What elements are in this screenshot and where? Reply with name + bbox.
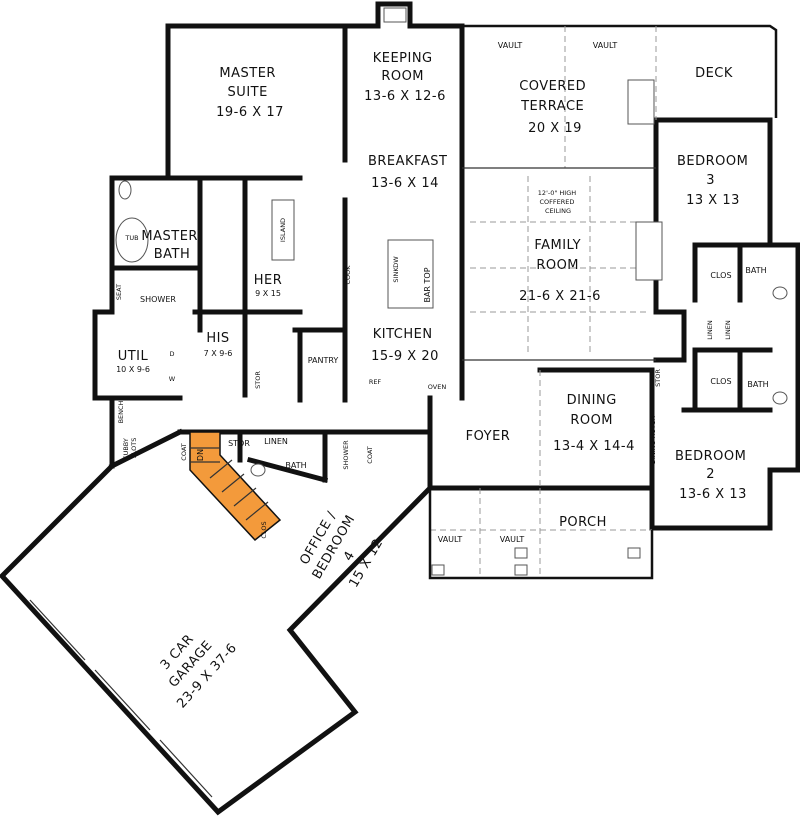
office-label: OFFICE / BEDROOM 4 15 X 12 [294, 500, 392, 600]
tub-label: TUB [124, 234, 138, 242]
porch-label: PORCH [559, 515, 607, 530]
bedroom2-label: BEDROOM 2 13-6 X 13 [675, 449, 751, 502]
terrace-grid [430, 26, 657, 578]
cubby-slots-label: CUBBY SLOTS [122, 436, 138, 460]
kitchen-island [387, 239, 434, 309]
dining-room-label: DINING ROOM 13-4 X 14-4 [553, 393, 635, 454]
linen-label: LINEN [706, 320, 714, 340]
stairs-down-label: DN [196, 449, 205, 461]
keeping-room-label: KEEPING ROOM 13-6 X 12-6 [364, 51, 446, 104]
shower-label: SHOWER [140, 295, 176, 304]
dw-label: DW [392, 256, 400, 268]
toilet-icon [250, 463, 266, 477]
dryer-label: D [169, 350, 174, 358]
clos-label: CLOS [710, 377, 731, 386]
linen-label: LINEN [724, 320, 732, 340]
terrace-fireplace [627, 79, 655, 125]
toilet-icon [772, 391, 788, 405]
shower-label: SHOWER [342, 440, 350, 470]
dining-hutch-label: DINING HUTCH [649, 416, 657, 464]
linen-label: LINEN [264, 437, 288, 446]
room-labels: MASTER SUITE 19-6 X 17 KEEPING ROOM 13-6… [115, 41, 769, 711]
toilet-icon [118, 180, 132, 200]
bedroom3-label: BEDROOM 3 13 X 13 [677, 154, 753, 208]
util-label: UTIL [118, 349, 149, 364]
vault-label: VAULT [593, 41, 618, 50]
vault-label: VAULT [500, 535, 525, 544]
bar-top-label: BAR TOP [423, 267, 432, 302]
bath-label: BATH [285, 461, 306, 470]
family-fireplace [635, 221, 663, 281]
util-size: 10 X 9-6 [116, 365, 150, 374]
garage-label: 3 CAR GARAGE 23-9 X 37-6 [146, 615, 240, 711]
ref-label: REF [369, 378, 382, 386]
cook-label: COOK [344, 265, 352, 285]
her-closet-label: HER [254, 273, 283, 288]
seat-label: SEAT [115, 284, 123, 300]
bath-label: BATH [745, 266, 766, 275]
interior-walls [109, 23, 773, 491]
closet-island [271, 199, 295, 261]
porch-column [514, 564, 528, 576]
bath-label: BATH [747, 380, 768, 389]
family-room-label: FAMILY ROOM 21-6 X 21-6 [519, 238, 601, 304]
washer-label: W [169, 375, 176, 383]
deck-label: DECK [695, 66, 733, 81]
vault-label: VAULT [438, 535, 463, 544]
foyer-label: FOYER [466, 429, 511, 444]
toilet-icon [772, 286, 788, 300]
master-suite-label: MASTER SUITE 19-6 X 17 [216, 66, 284, 120]
porch-column [514, 547, 528, 559]
stor-label: STOR [228, 439, 250, 448]
coat-label: COAT [180, 443, 188, 460]
stairs [189, 431, 282, 542]
stor-label: STOR [654, 369, 662, 387]
porch-column [627, 547, 641, 559]
his-closet-label: HIS [206, 331, 229, 346]
tub [115, 217, 149, 263]
clos-label: CLOS [260, 521, 268, 538]
bench-label: BENCH [117, 400, 125, 423]
pantry-label: PANTRY [308, 356, 339, 365]
sink-label: SINK [392, 267, 400, 283]
clos-label: CLOS [710, 271, 731, 280]
covered-terrace-label: COVERED TERRACE 20 X 19 [519, 79, 591, 136]
coat-label: COAT [366, 446, 374, 463]
stor-label: STOR [254, 371, 262, 389]
keeping-fireplace [383, 7, 407, 23]
kitchen-label: KITCHEN 15-9 X 20 [371, 327, 439, 364]
his-closet-size: 7 X 9-6 [204, 349, 233, 358]
oven-label: OVEN [428, 383, 447, 391]
porch-column [431, 564, 445, 576]
island-label: ISLAND [279, 218, 287, 242]
master-bath-label: MASTER BATH [141, 229, 202, 262]
coffered-label: 12'-0" HIGH COFFERED CEILING [538, 189, 578, 215]
vault-label: VAULT [498, 41, 523, 50]
her-closet-size: 9 X 15 [255, 289, 281, 298]
breakfast-label: BREAKFAST 13-6 X 14 [368, 154, 452, 191]
